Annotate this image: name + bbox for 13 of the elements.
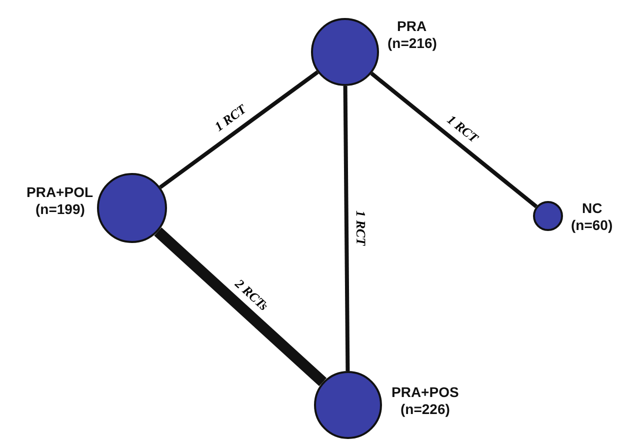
connector-line [343, 86, 350, 372]
sample-size: (n=226) [400, 401, 450, 418]
sample-size: (n=60) [571, 217, 613, 234]
node-name: PRA [397, 18, 427, 35]
node-name: PRA+POS [392, 384, 459, 401]
connector-line [154, 228, 327, 386]
sample-size: (n=199) [36, 201, 85, 218]
connector-line [370, 72, 538, 208]
node-name: NC [582, 200, 602, 217]
node-name: PRA+POL [26, 184, 94, 201]
node-circle [533, 201, 563, 231]
sample-size: (n=216) [388, 35, 437, 52]
connector-line [159, 70, 319, 189]
